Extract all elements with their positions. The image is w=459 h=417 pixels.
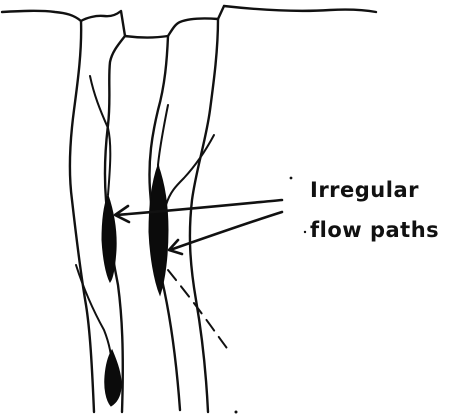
inner-crack-right-branch [166, 135, 214, 205]
label-flow-paths: flow paths [310, 220, 439, 241]
ink-speck [235, 411, 238, 414]
dashed-flow-extension [168, 270, 230, 352]
arrow-to-center-flow-path [170, 212, 282, 250]
flow-path-blob-bottom [105, 350, 121, 406]
label-irregular-text: Irregular [310, 178, 419, 202]
arrow-to-left-flow-path [116, 200, 282, 215]
flow-path-blob-center [149, 165, 168, 295]
inner-crack-lower-left [76, 265, 112, 370]
ground-surface-line [2, 6, 376, 38]
ink-speck [290, 177, 293, 180]
flow-path-blob-left [102, 195, 116, 282]
fracture-wall-right [190, 19, 218, 412]
label-flow-paths-text: flow paths [310, 218, 439, 242]
ink-speck [304, 231, 306, 233]
label-irregular: Irregular [310, 180, 419, 201]
